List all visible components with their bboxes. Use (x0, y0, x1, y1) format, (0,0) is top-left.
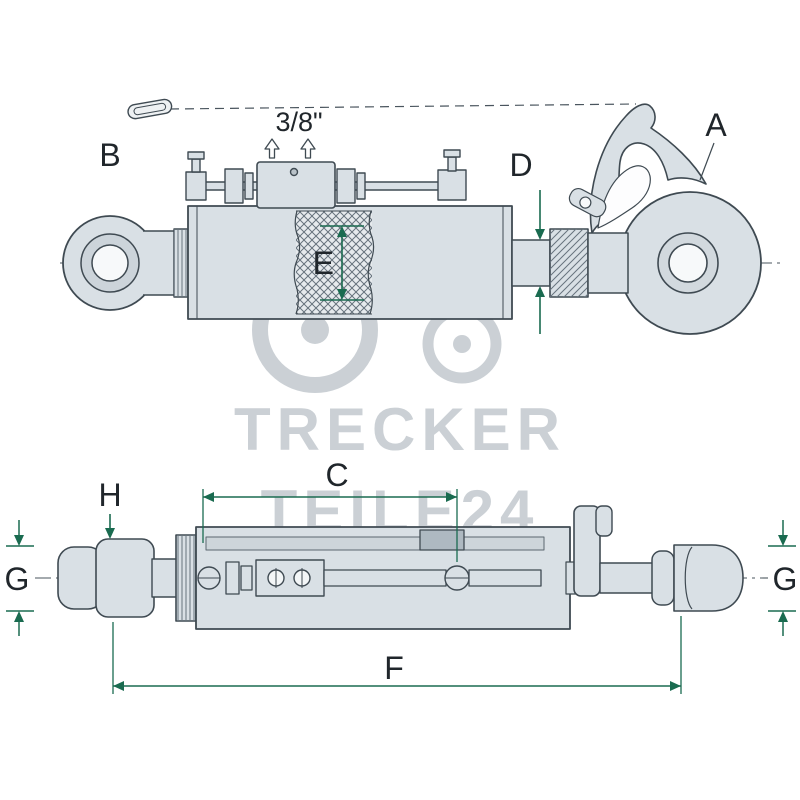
section-window (293, 210, 375, 315)
top-view: E 3/8" (60, 98, 780, 335)
label-f: F (384, 650, 404, 686)
bottom-view: H G G C (5, 457, 798, 694)
label-h: H (98, 477, 121, 513)
hook-shank (587, 232, 629, 294)
dimension-g-left (6, 520, 34, 636)
turnbuckle-internals (197, 559, 542, 597)
label-e: E (313, 245, 334, 281)
claw-hook-end (568, 103, 762, 335)
label-g-left: G (5, 561, 30, 597)
dimension-d (535, 190, 545, 334)
ball-joint-end (62, 215, 174, 311)
hook-handle-side (565, 505, 744, 612)
label-g-right: G (773, 561, 798, 597)
thread-size-arrows (264, 138, 316, 159)
top-adjuster-mechanism (185, 149, 467, 209)
ball-end-left-side (57, 534, 197, 622)
hook-latch (568, 188, 607, 218)
label-d: D (509, 147, 532, 183)
piston-rod (511, 239, 551, 287)
watermark-line1: TRECKER (234, 396, 566, 463)
cylinder-slot (205, 536, 545, 551)
dimension-g-right (768, 520, 796, 636)
threaded-collar-right (549, 228, 589, 298)
label-c: C (325, 457, 348, 493)
pin-leader-dashed-line (169, 103, 637, 110)
label-a-leader (699, 142, 715, 181)
dimension-f (112, 616, 682, 694)
dimension-c (202, 489, 458, 562)
clamp-block (419, 529, 465, 551)
label-b: B (99, 137, 120, 173)
threaded-collar-left (173, 228, 189, 298)
dimension-h (105, 514, 115, 539)
thread-size-label: 3/8" (275, 107, 322, 137)
dimension-e (320, 225, 364, 301)
linch-pin-clip (127, 98, 173, 120)
label-a: A (705, 107, 727, 143)
